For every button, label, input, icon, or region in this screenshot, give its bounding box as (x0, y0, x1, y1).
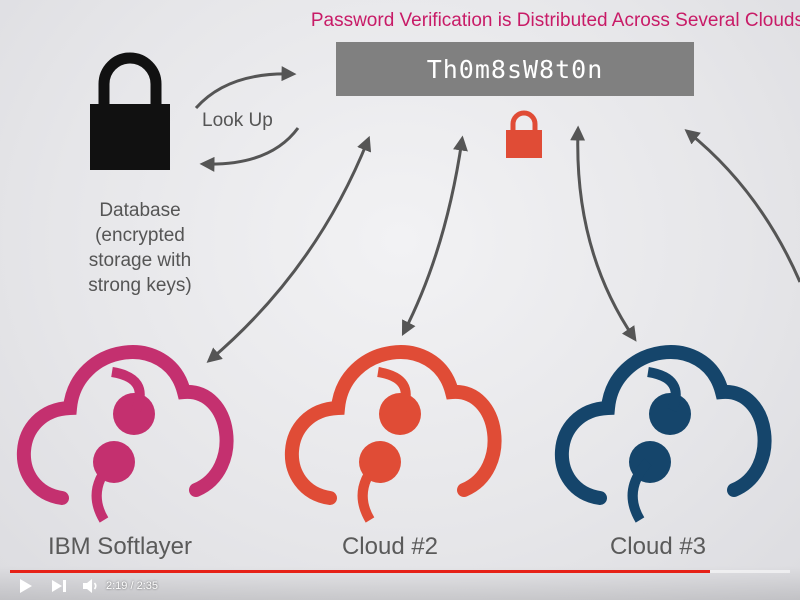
volume-icon (83, 579, 97, 593)
time-display: 2:19 / 2:35 (106, 580, 158, 592)
lookup-arrow-out (194, 66, 297, 109)
password-box: Th0m8sW8t0n (336, 42, 694, 96)
next-button[interactable] (48, 577, 70, 595)
next-icon (52, 580, 66, 592)
lookup-arrow-back (199, 127, 300, 172)
play-button[interactable] (16, 577, 36, 595)
volume-button[interactable] (80, 577, 102, 595)
cloud-2-icon (285, 345, 502, 523)
arrow-cloud2 (401, 135, 468, 337)
arrow-ibm (206, 135, 372, 363)
play-icon (20, 579, 32, 593)
progress-fill (10, 570, 710, 573)
password-text: Th0m8sW8t0n (426, 54, 604, 84)
slide-title: Password Verification is Distributed Acr… (310, 10, 800, 31)
video-player-controls: 2:19 / 2:35 (0, 566, 800, 600)
database-caption-line: (encrypted (95, 225, 185, 246)
cloud-3-icon (555, 345, 772, 523)
database-caption-line: strong keys) (88, 275, 192, 296)
cloud-label-2: Cloud #2 (341, 533, 439, 560)
arrow-cloud4 (684, 129, 800, 283)
cloud-ibm-icon (17, 345, 234, 523)
database-caption: Database (encrypted storage with strong … (60, 198, 220, 298)
database-caption-line: Database (99, 200, 181, 221)
password-lock-icon (506, 110, 542, 158)
database-lock-icon (90, 52, 170, 170)
lookup-label: Look Up (202, 110, 273, 131)
cloud-label-3: Cloud #3 (609, 533, 707, 560)
database-caption-line: storage with (88, 250, 192, 271)
arrow-cloud3 (570, 125, 637, 342)
cloud-label-ibm: IBM Softlayer (47, 533, 193, 560)
progress-bar[interactable] (10, 570, 790, 573)
